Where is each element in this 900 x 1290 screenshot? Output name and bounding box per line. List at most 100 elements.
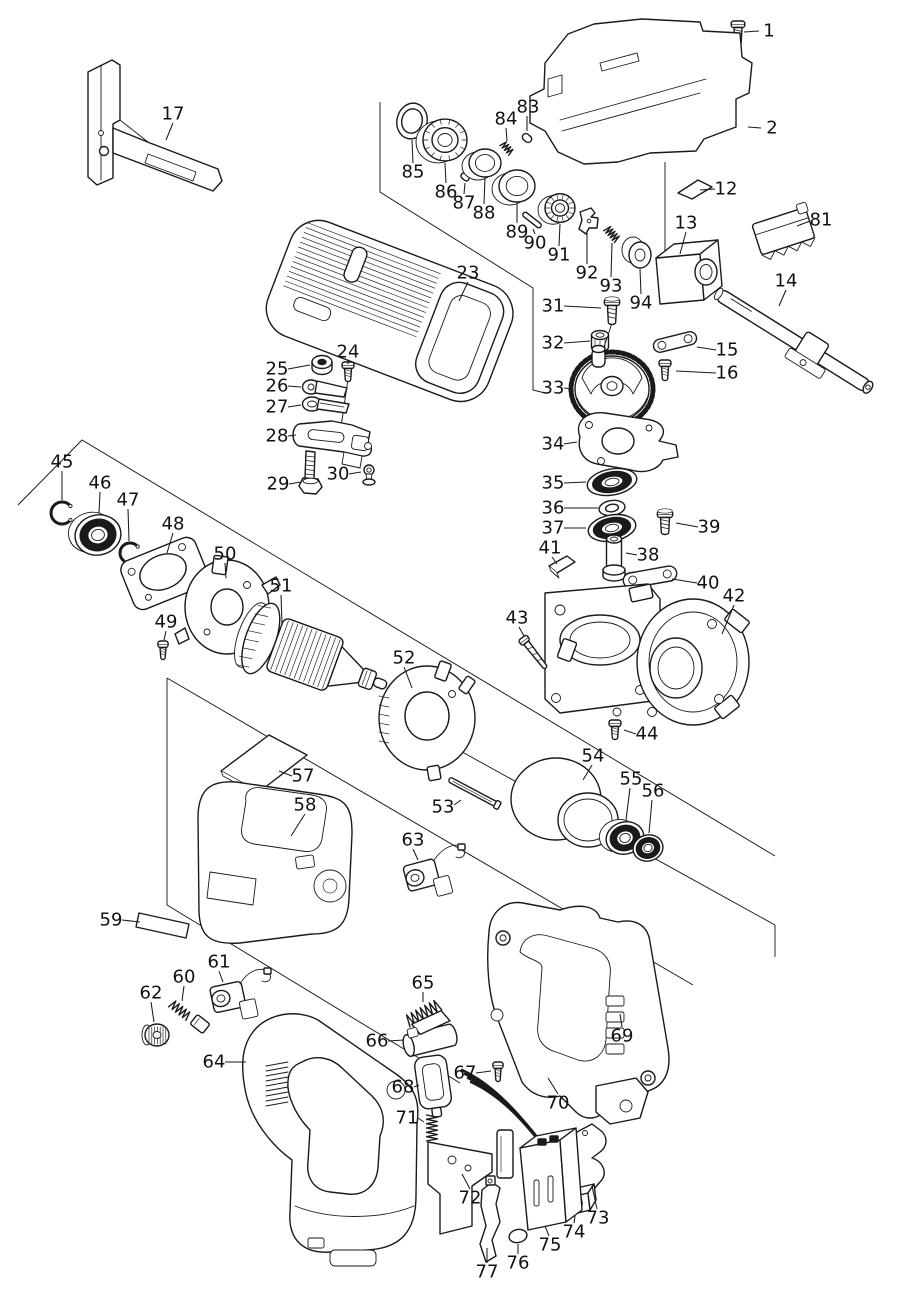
part-86-callout: 86 <box>435 162 457 203</box>
part-63-callout: 63 <box>402 830 424 861</box>
part-32-callout: 32 <box>542 333 591 354</box>
part-88-callout: 88 <box>473 177 495 224</box>
part-40-drawing <box>622 565 678 589</box>
part-65-callout: 65 <box>412 973 435 1002</box>
part-62-drawing <box>141 1023 170 1047</box>
part-12-label: 12 <box>715 179 738 200</box>
part-63-drawing <box>402 843 466 897</box>
part-71-drawing <box>425 1114 439 1142</box>
part-12-leader <box>699 188 716 191</box>
part-76-callout: 76 <box>507 1244 529 1274</box>
part-28-leader <box>287 434 297 437</box>
part-72-drawing <box>427 1141 493 1235</box>
part-58-callout: 58 <box>290 795 316 837</box>
part-92-callout: 92 <box>576 233 598 284</box>
part-34-drawing <box>577 412 679 473</box>
construction-line-2 <box>17 439 776 857</box>
part-65-drawing <box>405 999 443 1028</box>
part-1-label: 1 <box>763 21 774 42</box>
part-93-label: 93 <box>600 276 623 297</box>
part-52-leader <box>403 666 413 689</box>
part-41-drawing <box>548 555 576 579</box>
part-93-callout: 93 <box>600 242 623 297</box>
part-64-label: 64 <box>203 1052 226 1073</box>
part-23-label: 23 <box>457 263 480 284</box>
part-50-callout: 50 <box>214 544 237 579</box>
part-15-label: 15 <box>716 340 739 361</box>
part-30-drawing <box>362 464 376 486</box>
part-75-drawing <box>460 1068 583 1231</box>
part-45-callout: 45 <box>51 452 73 500</box>
part-41-callout: 41 <box>539 538 561 565</box>
part-54-leader <box>582 764 593 781</box>
part-53-callout: 53 <box>432 797 462 818</box>
part-37-label: 37 <box>542 518 565 539</box>
part-65-label: 65 <box>412 973 435 994</box>
part-51-drawing <box>234 602 388 691</box>
part-13-callout: 13 <box>675 213 698 255</box>
part-42-callout: 42 <box>721 586 745 635</box>
part-89-drawing <box>491 169 536 206</box>
part-30-label: 30 <box>327 464 350 485</box>
construction-line-3 <box>166 678 461 1084</box>
part-91-callout: 91 <box>548 223 570 266</box>
part-77-callout: 77 <box>476 1248 498 1283</box>
part-83-drawing <box>521 132 533 144</box>
part-87-leader <box>463 182 466 195</box>
part-73-callout: 73 <box>587 1185 609 1229</box>
part-15-callout: 15 <box>696 340 739 361</box>
part-93-drawing <box>602 225 620 244</box>
part-58-leader <box>290 813 306 837</box>
part-73-leader <box>591 1185 598 1210</box>
part-74-callout: 74 <box>563 1215 586 1243</box>
part-40-label: 40 <box>697 573 720 594</box>
part-28-callout: 28 <box>266 426 297 447</box>
part-68-drawing <box>414 1054 452 1118</box>
part-13-label: 13 <box>675 213 698 234</box>
part-74-label: 74 <box>563 1222 586 1243</box>
part-90-leader <box>532 228 536 235</box>
part-55-callout: 55 <box>620 769 643 821</box>
part-36-drawing <box>598 499 626 517</box>
part-48-callout: 48 <box>162 514 185 554</box>
part-89-callout: 89 <box>506 203 528 243</box>
part-70-label: 70 <box>547 1093 570 1114</box>
part-56-drawing <box>632 834 664 862</box>
part-68-leader <box>413 1084 420 1088</box>
part-32-leader <box>563 340 591 344</box>
part-17-callout: 17 <box>162 104 184 141</box>
part-69-label: 69 <box>611 1026 634 1047</box>
part-40-callout: 40 <box>671 573 720 594</box>
part-45-drawing <box>49 500 73 526</box>
part-57-label: 57 <box>292 766 315 787</box>
part-23-leader <box>458 281 469 302</box>
part-25-callout: 25 <box>266 359 311 380</box>
part-39-label: 39 <box>698 517 721 538</box>
part-76-drawing <box>508 1228 528 1244</box>
part-69-leader <box>619 1013 623 1028</box>
part-55-leader <box>625 787 631 821</box>
part-30-leader <box>348 471 362 475</box>
part-39-leader <box>675 522 699 528</box>
part-33-leader <box>563 387 574 390</box>
part-49-callout: 49 <box>155 612 177 641</box>
part-92-drawing <box>578 207 599 235</box>
part-49-leader <box>163 630 167 641</box>
part-57-callout: 57 <box>278 766 315 787</box>
part-28-drawing <box>292 420 373 469</box>
part-75-label: 75 <box>539 1235 562 1256</box>
part-90-label: 90 <box>524 233 547 254</box>
part-48-label: 48 <box>162 514 185 535</box>
part-67-drawing <box>492 1061 504 1083</box>
part-2-label: 2 <box>766 118 777 139</box>
part-55-label: 55 <box>620 769 643 790</box>
part-50-label: 50 <box>214 544 237 565</box>
part-53-leader <box>453 799 462 806</box>
part-91-drawing <box>537 193 576 225</box>
part-17-drawing <box>87 59 223 192</box>
part-34-leader <box>563 441 578 445</box>
part-14-leader <box>778 289 787 307</box>
part-14-label: 14 <box>775 271 798 292</box>
part-87-callout: 87 <box>453 182 475 214</box>
part-67-label: 67 <box>454 1063 477 1084</box>
